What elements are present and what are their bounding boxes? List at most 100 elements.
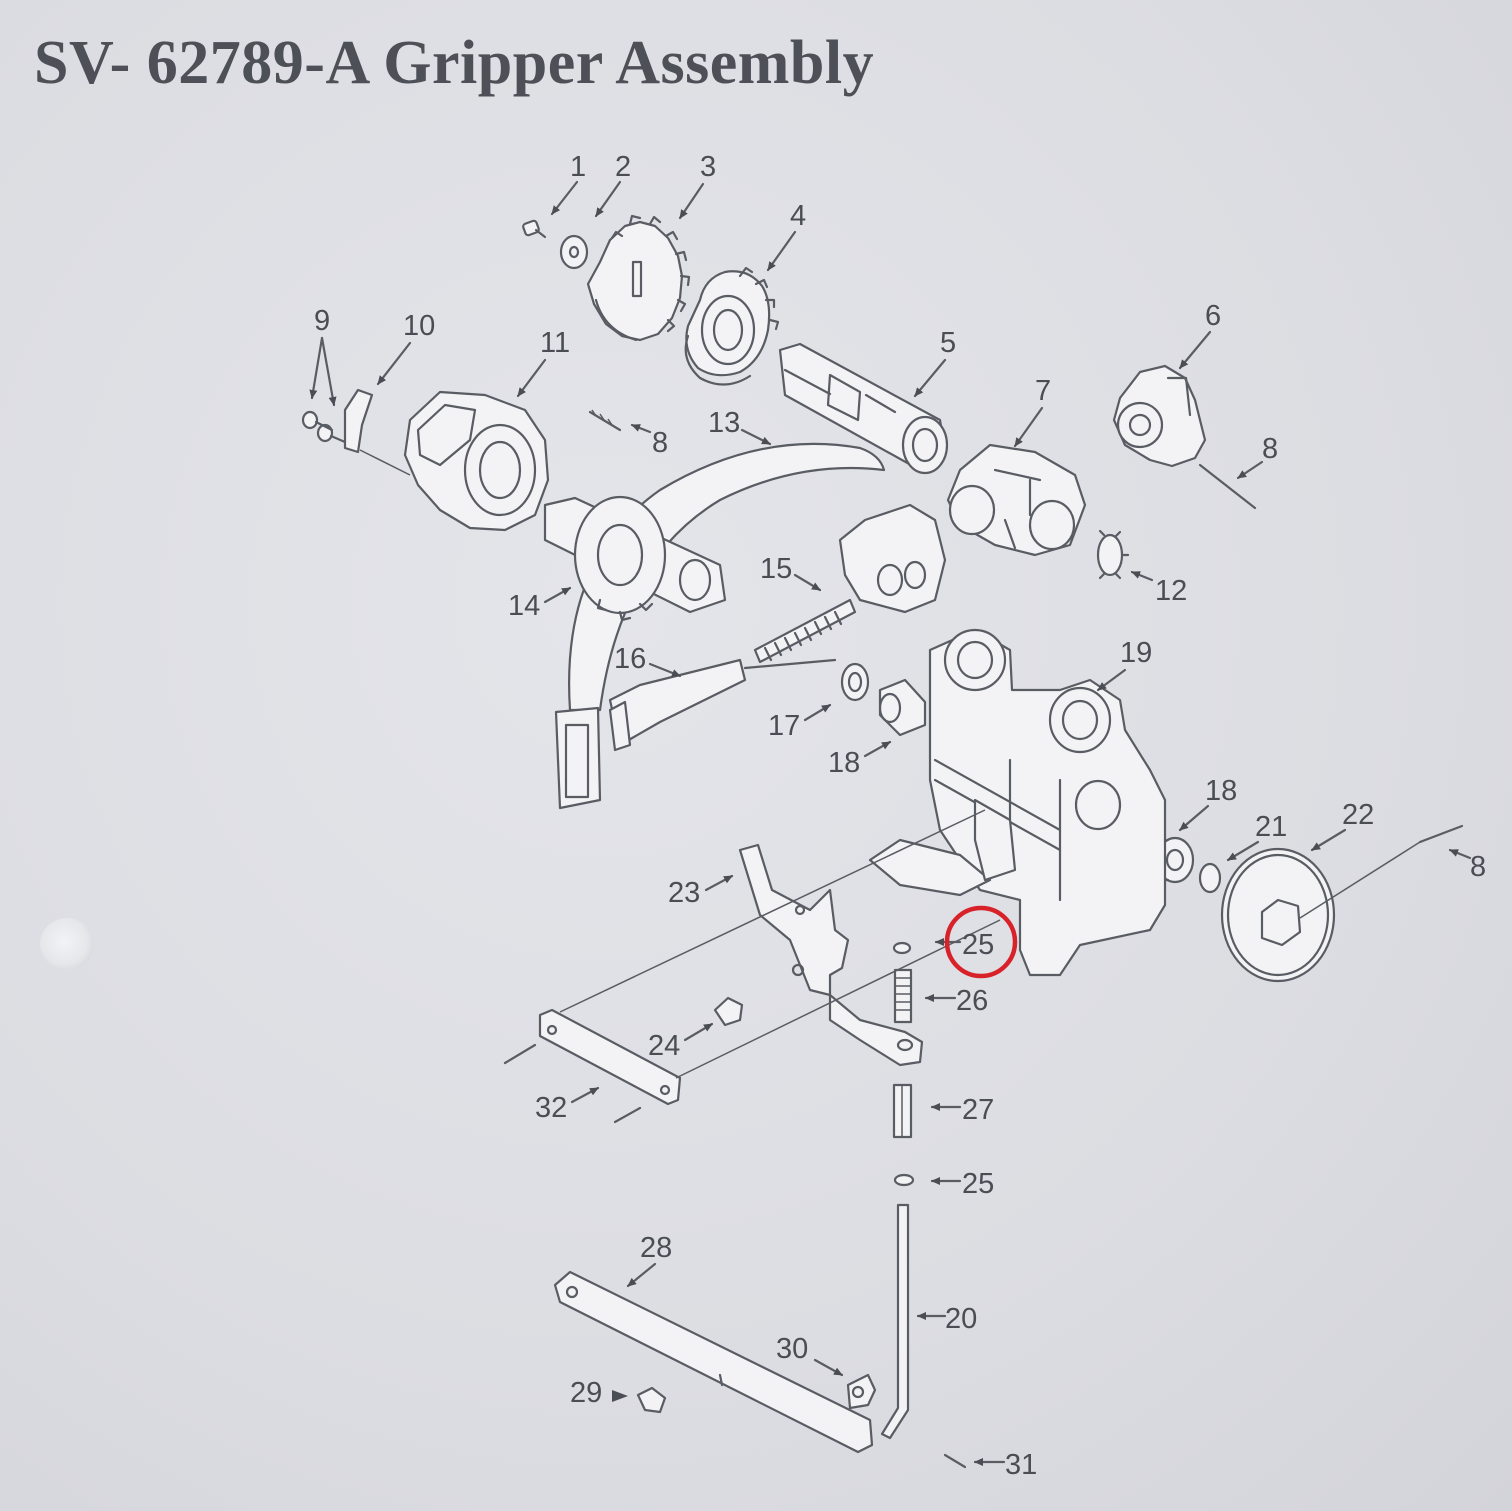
svg-text:3: 3 <box>700 151 716 183</box>
callout-21: 21 <box>1226 811 1287 862</box>
callout-31: 31 <box>973 1449 1037 1481</box>
svg-text:30: 30 <box>776 1333 808 1365</box>
part-5-shaft <box>778 342 949 475</box>
part-3-cam-gear <box>586 214 691 342</box>
callout-6: 6 <box>1178 300 1221 370</box>
callout-4: 4 <box>766 200 806 272</box>
part-19-frame <box>868 628 1167 977</box>
part-7-cross-block <box>946 443 1087 557</box>
highlight-circle-25 <box>944 905 1018 979</box>
part-24-knob <box>713 996 744 1027</box>
part-8-pin-b <box>1198 463 1257 510</box>
callout-2: 2 <box>594 151 631 218</box>
callout-3: 3 <box>678 151 716 220</box>
svg-text:19: 19 <box>1120 637 1152 669</box>
callout-11: 11 <box>516 327 570 398</box>
callout-20: 20 <box>916 1303 977 1335</box>
part-9-screws <box>301 410 347 444</box>
part-2-washer <box>559 234 589 270</box>
svg-text:31: 31 <box>1005 1449 1037 1481</box>
callout-23: 23 <box>668 874 734 909</box>
svg-text:6: 6 <box>1205 300 1221 332</box>
punch-hole <box>40 918 94 970</box>
svg-text:22: 22 <box>1342 799 1374 831</box>
svg-text:21: 21 <box>1255 811 1287 843</box>
part-26-spring <box>893 968 913 1024</box>
callout-12: 12 <box>1130 570 1187 607</box>
svg-text:13: 13 <box>708 407 740 439</box>
callout-13: 13 <box>708 407 772 446</box>
callout-16: 16 <box>614 643 682 678</box>
part-lever <box>828 993 924 1067</box>
svg-text:1: 1 <box>570 151 586 183</box>
callout-26: 26 <box>924 985 988 1017</box>
callout-30: 30 <box>776 1333 844 1377</box>
callout-17: 17 <box>768 703 832 742</box>
part-12-small-gear <box>1096 529 1130 580</box>
callout-32: 32 <box>535 1086 600 1124</box>
part-8-pin-a <box>588 409 622 432</box>
part-25-eclip-b <box>893 1173 915 1187</box>
callout-24: 24 <box>648 1022 714 1062</box>
part-10-clip <box>343 388 374 454</box>
callout-19: 19 <box>1096 637 1152 692</box>
part-30-bushing <box>846 1373 877 1410</box>
svg-text:23: 23 <box>668 877 700 909</box>
callout-9: 9 <box>309 305 337 407</box>
svg-text:32: 32 <box>535 1092 567 1124</box>
svg-text:28: 28 <box>640 1232 672 1264</box>
svg-text:25: 25 <box>962 929 994 961</box>
part-14-gear-shaft <box>543 495 727 622</box>
callout-8a: 8 <box>630 423 668 459</box>
callout-25a: 25 <box>934 929 994 961</box>
page-title: SV- 62789-A Gripper Assembly <box>34 29 875 97</box>
svg-text:8: 8 <box>1262 433 1278 465</box>
svg-text:2: 2 <box>615 151 631 183</box>
part-16-rod <box>608 658 837 752</box>
svg-text:14: 14 <box>508 590 540 622</box>
callout-10: 10 <box>376 310 435 386</box>
callout-27: 27 <box>930 1094 994 1126</box>
callout-14: 14 <box>508 586 572 622</box>
svg-text:8: 8 <box>652 427 668 459</box>
callout-5: 5 <box>913 327 956 398</box>
callout-28: 28 <box>626 1232 672 1288</box>
callout-25b: 25 <box>930 1168 994 1200</box>
svg-text:5: 5 <box>940 327 956 359</box>
part-8-pin-c <box>1418 824 1464 844</box>
part-17-washer <box>840 662 870 702</box>
part-15-spring <box>753 598 857 664</box>
svg-text:10: 10 <box>403 310 435 342</box>
part-18-bushing-a <box>878 678 927 737</box>
svg-text:8: 8 <box>1470 851 1486 883</box>
callout-18a: 18 <box>828 740 892 779</box>
callout-29: 29 <box>570 1377 628 1409</box>
callout-15: 15 <box>760 553 822 592</box>
part-28-arm <box>553 1270 874 1454</box>
svg-text:9: 9 <box>314 305 330 337</box>
svg-text:12: 12 <box>1155 575 1187 607</box>
part-23-bracket <box>738 843 850 997</box>
part-32-plate <box>503 1008 682 1124</box>
svg-text:7: 7 <box>1035 375 1051 407</box>
svg-text:4: 4 <box>790 200 806 232</box>
callout-7: 7 <box>1013 375 1051 448</box>
part-6-switch-block <box>1112 364 1207 468</box>
callout-8c: 8 <box>1448 848 1486 883</box>
svg-text:27: 27 <box>962 1094 994 1126</box>
svg-text:16: 16 <box>614 643 646 675</box>
svg-text:25: 25 <box>962 1168 994 1200</box>
svg-text:11: 11 <box>540 327 570 359</box>
part-11-motor-housing <box>403 390 550 532</box>
part-25-eclip-a <box>892 941 912 955</box>
part-22-large-gear <box>1220 841 1421 983</box>
part-21-washer <box>1198 862 1222 894</box>
part-31-screw <box>943 1453 967 1469</box>
part-20-rod <box>880 1203 910 1440</box>
part-gripper-plate <box>838 503 947 614</box>
svg-text:26: 26 <box>956 985 988 1017</box>
callout-22: 22 <box>1310 799 1374 852</box>
svg-text:15: 15 <box>760 553 792 585</box>
